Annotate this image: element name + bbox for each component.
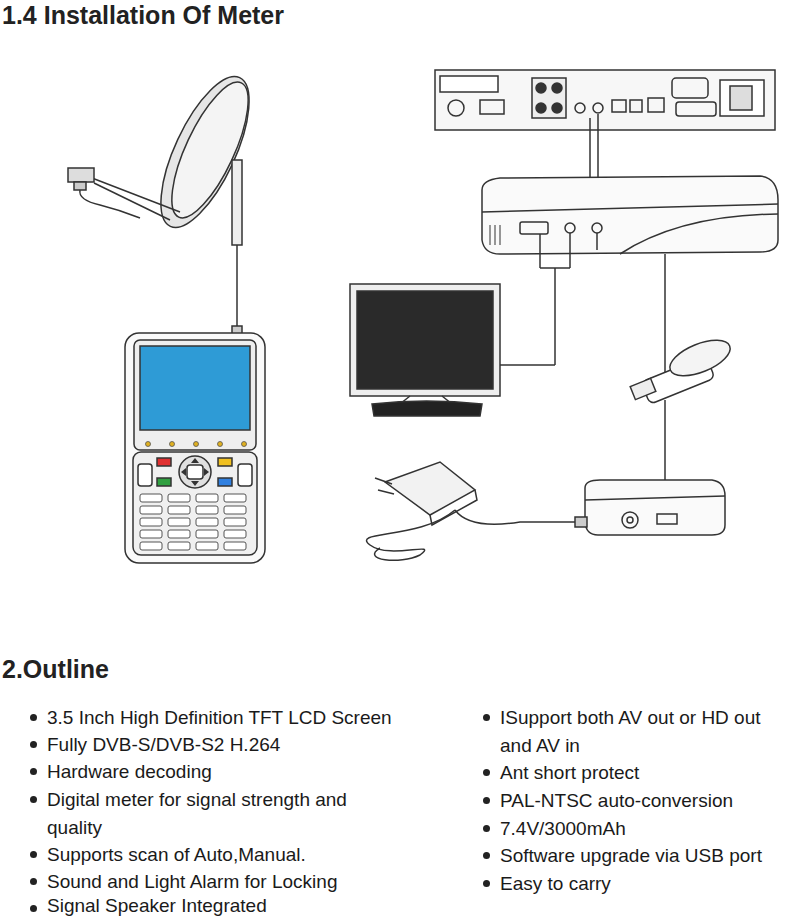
bullet-dot	[30, 796, 37, 803]
feature-item: Easy to carry	[500, 870, 790, 898]
bullet-dot	[483, 714, 490, 721]
bullet-dot	[483, 852, 490, 859]
bullet-dot	[30, 878, 37, 885]
feature-item: Supports scan of Auto,Manual.	[47, 841, 467, 869]
bullet-dot	[483, 797, 490, 804]
feature-item: Hardware decoding	[47, 758, 467, 786]
feature-item: Fully DVB-S/DVB-S2 H.264	[47, 731, 467, 759]
bullet-dot	[30, 851, 37, 858]
bullet-dot	[30, 714, 37, 721]
bullet-dot	[30, 741, 37, 748]
feature-item: Signal Speaker Integrated	[47, 892, 467, 920]
bullet-dot	[483, 769, 490, 776]
feature-item: Ant short protect	[500, 759, 790, 787]
feature-item: Digital meter for signal strength and qu…	[47, 786, 372, 841]
feature-item: Sound and Light Alarm for Locking	[47, 868, 467, 896]
bullet-dot	[30, 768, 37, 775]
feature-item: 3.5 Inch High Definition TFT LCD Screen	[47, 704, 467, 732]
bullet-dot	[30, 905, 37, 912]
bullet-dot	[483, 880, 490, 887]
bullet-dot	[483, 825, 490, 832]
feature-item: PAL-NTSC auto-conversion	[500, 787, 790, 815]
feature-item: Software upgrade via USB port	[500, 842, 796, 870]
feature-item: 7.4V/3000mAh	[500, 815, 790, 843]
feature-item: ISupport both AV out or HD out and AV in	[500, 704, 772, 759]
section-heading: 2.Outline	[2, 654, 109, 684]
section-heading: 1.4 Installation Of Meter	[2, 0, 284, 30]
